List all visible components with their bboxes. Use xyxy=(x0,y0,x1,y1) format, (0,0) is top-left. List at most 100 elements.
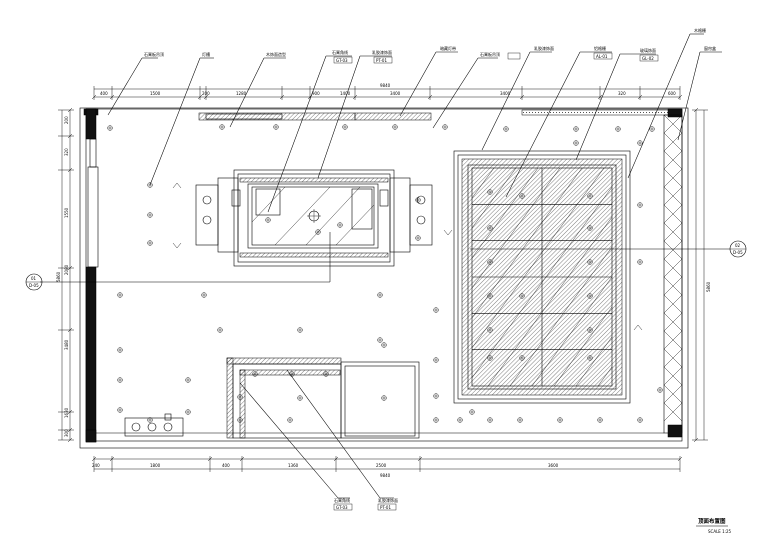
tag-14: 乳胶漆饰面 PT-01 xyxy=(286,369,398,511)
downlight-icon xyxy=(237,394,243,400)
downlight-icon xyxy=(487,327,493,333)
downlight-icon xyxy=(337,222,343,228)
downlight-icon xyxy=(519,355,525,361)
downlight-icon xyxy=(587,327,593,333)
downlight-icon xyxy=(217,327,223,333)
downlight-icon xyxy=(415,197,421,203)
tag-5: 乳胶漆饰面 PT-01 xyxy=(317,49,393,179)
tag-3: 木饰面造型 xyxy=(229,51,286,128)
downlight-icon xyxy=(457,417,463,423)
ceiling-feature-dining xyxy=(124,357,420,439)
tag-11-text: 木格栅 xyxy=(694,27,706,33)
tag-10-text: 玻璃饰面 xyxy=(640,47,656,53)
dim-left-1: 200 xyxy=(64,116,69,124)
dim-left-3: 1550 xyxy=(64,207,69,218)
downlight-icon xyxy=(587,225,593,231)
downlight-icon xyxy=(519,293,525,299)
section-left-sheet: D-05 xyxy=(29,283,39,288)
downlight-icon xyxy=(587,259,593,265)
downlight-icon xyxy=(637,202,643,208)
dim-top-9: 320 xyxy=(618,91,626,96)
downlight-icon xyxy=(147,417,153,423)
dim-bottom-total: 9840 xyxy=(380,473,391,478)
downlight-icon xyxy=(117,407,123,413)
downlight-icon xyxy=(487,189,493,195)
dim-top-6: 1400 xyxy=(340,91,351,96)
downlight-icon xyxy=(415,235,421,241)
downlight-icon xyxy=(315,229,321,235)
downlights xyxy=(107,124,663,423)
downlight-icon xyxy=(587,293,593,299)
tag-6: 暗藏灯带 xyxy=(399,45,458,117)
tag-3-text: 木饰面造型 xyxy=(266,51,286,57)
dim-top-8: 3400 xyxy=(500,91,511,96)
tag-4-code: GT-03 xyxy=(336,58,348,63)
downlight-icon xyxy=(657,387,663,393)
downlight-icon xyxy=(433,357,439,363)
tag-2: 灯槽 xyxy=(149,51,214,186)
dim-top-4: 1280 xyxy=(236,91,247,96)
dimension-right: 5860 xyxy=(706,281,711,292)
dim-top-3: 200 xyxy=(202,91,210,96)
downlight-icon xyxy=(147,212,153,218)
downlight-icon xyxy=(297,395,303,401)
tag-14-text: 乳胶漆饰面 xyxy=(378,497,398,503)
dim-bottom-6: 3600 xyxy=(548,463,559,468)
downlight-icon xyxy=(487,417,493,423)
downlight-icon xyxy=(219,124,225,130)
downlight-icon xyxy=(433,307,439,313)
tag-8-text: 乳胶漆饰面 xyxy=(534,45,554,51)
downlight-icon xyxy=(117,377,123,383)
downlight-icon xyxy=(201,292,207,298)
downlight-icon xyxy=(487,225,493,231)
dim-bottom-4: 1360 xyxy=(288,463,299,468)
downlight-icon xyxy=(615,126,621,132)
tag-1: 石膏板吊顶 xyxy=(107,51,164,116)
tag-13-code: GT-03 xyxy=(336,505,348,510)
downlight-icon xyxy=(597,417,603,423)
downlight-icon xyxy=(185,377,191,383)
tag-12: 窗帘盒 xyxy=(677,45,722,141)
dim-left-6: 1630 xyxy=(64,407,69,418)
section-right-number: 02 xyxy=(735,243,741,248)
downlight-icon xyxy=(265,217,271,223)
downlight-icon xyxy=(487,355,493,361)
downlight-icon xyxy=(649,126,655,132)
downlight-icon xyxy=(433,417,439,423)
downlight-icon xyxy=(273,124,279,130)
tag-13: 石膏角线 GT-03 xyxy=(239,382,353,511)
section-marker-left: 01 D-05 xyxy=(25,232,331,291)
downlight-icon xyxy=(117,347,123,353)
dim-bottom-3: 400 xyxy=(222,463,230,468)
tag-2-text: 灯槽 xyxy=(202,51,210,57)
downlight-icon xyxy=(289,371,295,377)
section-marker-right: 02 D-05 xyxy=(470,240,747,258)
dim-top-7: 3400 xyxy=(390,91,401,96)
downlight-icon xyxy=(557,417,563,423)
tag-5-code: PT-01 xyxy=(376,58,387,63)
downlight-icon xyxy=(147,240,153,246)
tag-10-code: GL-02 xyxy=(642,56,654,61)
pendant-light-icon xyxy=(307,209,321,223)
downlight-icon xyxy=(587,355,593,361)
dim-top-2: 1500 xyxy=(150,91,161,96)
downlight-icon xyxy=(517,417,523,423)
sheet-title: 顶面布置图 xyxy=(698,517,726,525)
downlight-icon xyxy=(287,417,293,423)
downlight-icon xyxy=(503,126,509,132)
dimension-left: 200 320 1550 2080 3480 1630 300 5860 xyxy=(56,116,69,437)
sheet-scale: SCALE 1:25 xyxy=(708,529,732,534)
tag-5-text: 乳胶漆饰面 xyxy=(372,49,392,55)
dim-left-4: 2080 xyxy=(64,264,69,275)
downlight-icon xyxy=(117,292,123,298)
sheet-title-block: 顶面布置图 SCALE 1:25 xyxy=(696,517,732,534)
tag-12-text: 窗帘盒 xyxy=(704,45,716,51)
tag-10: 玻璃饰面 GL-02 xyxy=(575,47,659,161)
slope-marks xyxy=(172,182,643,331)
downlight-icon xyxy=(377,292,383,298)
dim-top-5: 900 xyxy=(312,91,320,96)
dim-bottom-5: 2500 xyxy=(376,463,387,468)
downlight-icon xyxy=(297,327,303,333)
dim-left-total: 5860 xyxy=(56,271,61,282)
